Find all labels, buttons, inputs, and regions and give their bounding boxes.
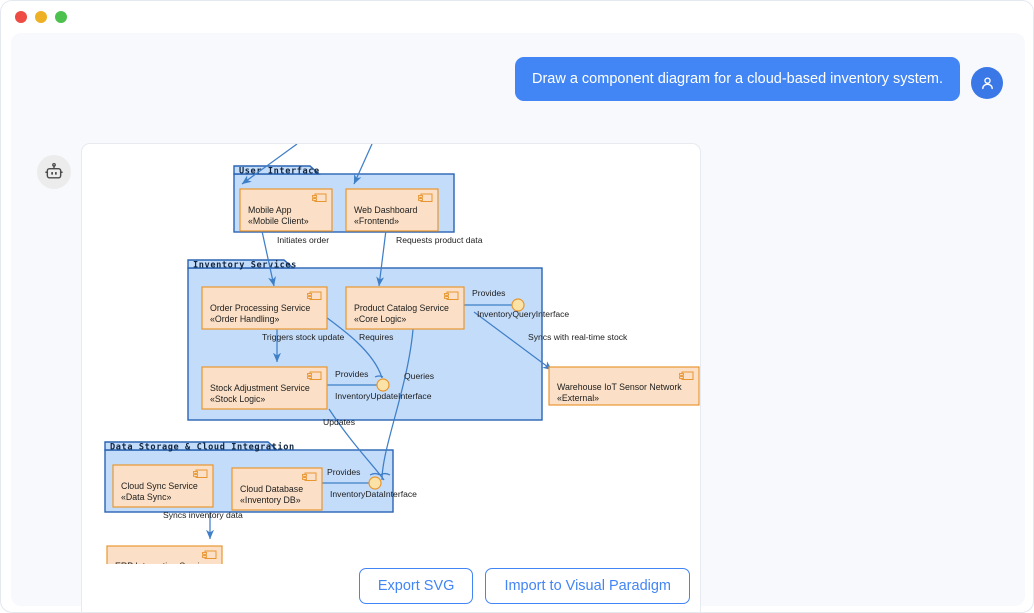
component-stereotype-web-dashboard: «Frontend» [354,216,399,226]
component-stereotype-cloud-database: «Inventory DB» [240,495,301,505]
label-requires: Requires [359,332,393,342]
component-stereotype-product-catalog: «Core Logic» [354,314,406,324]
label-updates: Updates [323,417,355,427]
avatar [971,67,1003,99]
component-icon [193,469,208,478]
connector-queries [381,308,415,481]
component-web-dashboard[interactable]: Web Dashboard «Frontend» [345,188,439,232]
connector-labels: Initiates order Requests product data Tr… [163,235,628,520]
component-stereotype-order-processing: «Order Handling» [210,314,280,324]
label-queries: Queries [404,371,434,381]
component-cloud-database[interactable]: Cloud Database «Inventory DB» [231,467,323,511]
label-inventory-query-interface: InventoryQueryInterface [477,309,569,319]
component-name-order-processing: Order Processing Service [210,303,310,313]
interface-lollipops [368,298,525,490]
lollipop-inventory-query [511,298,525,312]
component-name-product-catalog: Product Catalog Service [354,303,449,313]
component-name-erp-integration: ERP Integration Service [115,561,209,564]
diagram-canvas-card: User Interface Inventory Services Data S… [81,143,702,612]
socket-inventory-data-b [379,473,391,476]
label-inventory-data-interface: InventoryDataInterface [330,489,417,499]
lollipop-inventory-data [368,476,382,490]
component-name-web-dashboard: Web Dashboard [354,205,418,215]
export-svg-button[interactable]: Export SVG [358,568,474,604]
connector-initiates-order [259,221,276,287]
component-icon [302,472,317,481]
connector-requests-product-data [376,221,388,287]
label-triggers-stock-update: Triggers stock update [262,332,345,342]
component-icon [312,193,327,202]
component-icon [307,371,322,380]
socket-inventory-data-a [369,473,381,476]
close-button[interactable] [15,11,27,23]
window-titlebar [1,1,1033,33]
label-provides-inventory-data: Provides [327,467,360,477]
minimize-button[interactable] [35,11,47,23]
label-inventory-update-interface: InventoryUpdateInterface [335,391,432,401]
interface-labels: Provides InventoryQueryInterface Provide… [327,288,569,499]
label-provides-inventory-update: Provides [335,369,368,379]
socket-inventory-update [374,375,384,378]
component-name-mobile-app: Mobile App [248,205,292,215]
diagram-svg: User Interface Inventory Services Data S… [104,144,700,564]
maximize-button[interactable] [55,11,67,23]
label-syncs-inventory-data: Syncs inventory data [163,510,243,520]
diagram-actions: Export SVG Import to Visual Paradigm [82,568,702,604]
component-stock-adjustment-service[interactable]: Stock Adjustment Service «Stock Logic» [201,366,328,410]
component-product-catalog-service[interactable]: Product Catalog Service «Core Logic» [345,286,465,330]
component-diagram: User Interface Inventory Services Data S… [82,144,702,564]
package-label-inventory-services: Inventory Services [193,260,297,271]
component-name-stock-adjustment: Stock Adjustment Service [210,383,310,393]
component-erp-integration-service[interactable]: ERP Integration Service «External» [106,545,223,564]
package-label-data-storage: Data Storage & Cloud Integration [110,442,295,453]
label-requests-product-data: Requests product data [396,235,483,245]
component-icon [307,291,322,300]
component-warehouse-iot-sensor-network[interactable]: Warehouse IoT Sensor Network «External» [548,366,700,406]
lollipop-inventory-update [376,378,390,392]
component-stereotype-stock-adjustment: «Stock Logic» [210,394,265,404]
connector-to-web-dashboard [353,144,373,185]
person-icon [981,76,993,89]
label-provides-inventory-query: Provides [472,288,505,298]
import-visual-paradigm-button[interactable]: Import to Visual Paradigm [485,568,690,604]
label-syncs-real-time-stock: Syncs with real-time stock [528,332,628,342]
component-stereotype-warehouse-iot: «External» [557,393,599,403]
robot-icon [45,162,63,179]
connector-updates [328,408,385,481]
chat-surface: Draw a component diagram for a cloud-bas… [11,33,1025,612]
component-icon [444,291,459,300]
component-stereotype-cloud-sync: «Data Sync» [121,492,171,502]
component-stereotype-mobile-app: «Mobile Client» [248,216,309,226]
component-name-cloud-sync: Cloud Sync Service [121,481,198,491]
component-icon [679,371,694,380]
user-message-row: Draw a component diagram for a cloud-bas… [514,57,1003,102]
component-name-warehouse-iot: Warehouse IoT Sensor Network [557,382,682,392]
component-icon [418,193,433,202]
connector-to-mobile-app [241,144,298,185]
label-initiates-order: Initiates order [277,235,329,245]
component-icon [202,550,217,559]
bot-avatar [37,155,71,189]
component-name-cloud-database: Cloud Database [240,484,303,494]
component-cloud-sync-service[interactable]: Cloud Sync Service «Data Sync» [112,464,214,508]
user-message-bubble: Draw a component diagram for a cloud-bas… [514,57,960,102]
package-label-user-interface: User Interface [239,167,320,177]
component-order-processing-service[interactable]: Order Processing Service «Order Handling… [201,286,328,330]
connector-syncs-real-time-stock [473,311,553,371]
component-mobile-app[interactable]: Mobile App «Mobile Client» [239,188,333,232]
